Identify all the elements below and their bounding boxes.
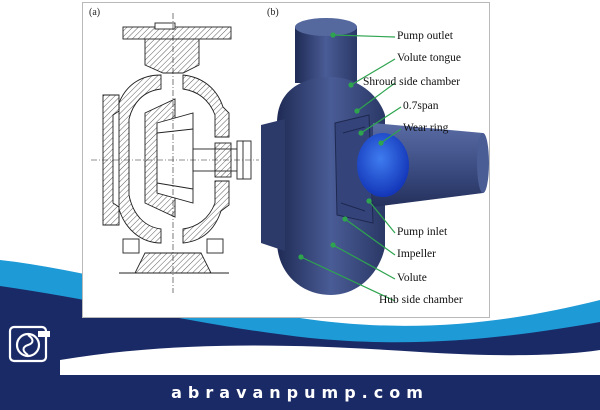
arrow-volute-tongue	[350, 58, 396, 86]
footer-website[interactable]: abravanpump.com	[171, 383, 429, 402]
footer-bar	[0, 375, 600, 410]
arrow-hub-side-chamber	[300, 256, 396, 302]
label-pump-outlet: Pump outlet	[397, 30, 453, 42]
panel-b-label: (b)	[267, 7, 279, 18]
arrow-impeller	[344, 218, 396, 256]
label-pump-inlet: Pump inlet	[397, 226, 448, 238]
arrow-shroud-side-chamber	[356, 82, 396, 112]
label-wear-ring: Wear ring	[403, 122, 449, 134]
leader-arrows	[298, 32, 402, 302]
label-hub-side-chamber: Hub side chamber	[379, 294, 463, 306]
label-span: 0.7span	[403, 100, 439, 112]
panel-a-label: (a)	[89, 7, 101, 18]
pump-logo-icon	[8, 325, 50, 363]
arrow-volute	[332, 244, 396, 280]
arrow-wear-ring	[380, 128, 402, 144]
arrow-pump-outlet	[332, 34, 396, 38]
arrow-span	[360, 106, 402, 134]
label-shroud-side-chamber: Shroud side chamber	[363, 76, 461, 88]
label-impeller: Impeller	[397, 248, 436, 260]
label-volute-tongue: Volute tongue	[397, 52, 461, 64]
figure-frame: (a) (b)	[82, 2, 490, 318]
arrow-pump-inlet	[368, 200, 396, 234]
white-wave	[60, 345, 600, 375]
label-volute: Volute	[397, 272, 427, 284]
cross-section-drawing	[91, 13, 259, 293]
fluid-domain-model	[261, 18, 489, 295]
